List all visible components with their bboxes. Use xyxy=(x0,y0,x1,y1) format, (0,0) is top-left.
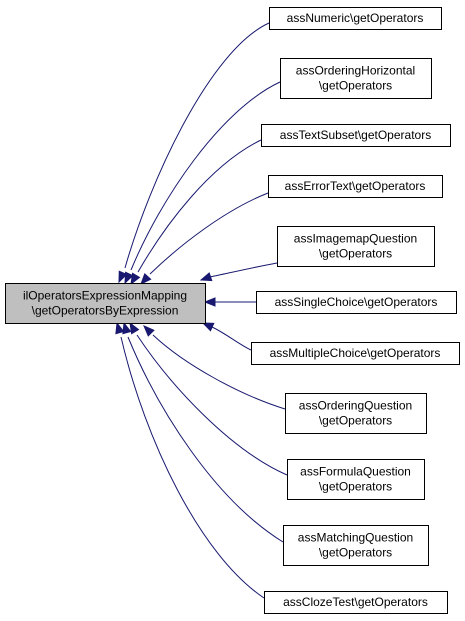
edge-line xyxy=(130,81,281,271)
call-edge-assClozeTest xyxy=(115,321,265,599)
node-label-line: assMatchingQuestion xyxy=(298,531,413,545)
arrowhead-icon xyxy=(115,321,125,335)
caller-node-assImagemapQuestion[interactable]: assImagemapQuestion\getOperators xyxy=(277,226,435,267)
node-box xyxy=(269,7,442,30)
edge-line xyxy=(209,262,278,278)
node-label-line: assFormulaQuestion xyxy=(300,465,411,479)
node-box xyxy=(280,58,432,99)
node-label-line: assClozeTest\getOperators xyxy=(283,595,428,609)
root-function-node[interactable]: ilOperatorsExpressionMapping\getOperator… xyxy=(5,283,206,324)
node-label-line: \getOperatorsByExpression xyxy=(32,304,179,318)
node-label-line: \getOperators xyxy=(319,247,392,261)
edge-line xyxy=(127,336,284,543)
node-label-line: assOrderingHorizontal xyxy=(296,64,415,78)
edge-line xyxy=(149,192,269,275)
node-label-line: \getOperators xyxy=(319,79,392,93)
edge-line xyxy=(124,22,270,269)
call-edge-assImagemapQuestion xyxy=(199,262,278,282)
caller-node-assNumeric[interactable]: assNumeric\getOperators xyxy=(269,7,442,30)
arrowhead-icon xyxy=(203,297,216,307)
arrowhead-icon xyxy=(122,321,132,335)
arrowhead-icon xyxy=(118,270,128,284)
caller-edges xyxy=(115,22,288,599)
node-box xyxy=(251,342,460,365)
edge-line xyxy=(136,334,288,476)
node-box xyxy=(283,525,429,566)
caller-node-assSingleChoice[interactable]: assSingleChoice\getOperators xyxy=(256,291,457,314)
node-box xyxy=(285,393,427,434)
caller-node-assTextSubset[interactable]: assTextSubset\getOperators xyxy=(261,124,451,147)
call-edge-assOrderingQuestion xyxy=(143,325,286,410)
node-label-line: ilOperatorsExpressionMapping xyxy=(23,289,187,303)
caller-node-assClozeTest[interactable]: assClozeTest\getOperators xyxy=(264,591,448,614)
node-label-line: assNumeric\getOperators xyxy=(287,11,424,25)
node-box xyxy=(287,459,425,500)
edge-line xyxy=(137,139,262,273)
caller-nodes: ilOperatorsExpressionMapping\getOperator… xyxy=(5,7,460,614)
arrowhead-icon xyxy=(130,272,141,286)
node-box xyxy=(261,124,451,147)
call-edge-assErrorText xyxy=(140,192,269,286)
call-edge-assOrderingHorizontal xyxy=(124,81,281,285)
edge-line xyxy=(211,326,252,351)
node-label-line: assErrorText\getOperators xyxy=(285,179,426,193)
caller-node-assMultipleChoice[interactable]: assMultipleChoice\getOperators xyxy=(251,342,460,365)
arrowhead-icon xyxy=(140,273,152,286)
edge-line xyxy=(152,334,286,410)
caller-node-assOrderingHorizontal[interactable]: assOrderingHorizontal\getOperators xyxy=(280,58,432,99)
node-label-line: assSingleChoice\getOperators xyxy=(275,295,438,309)
node-box xyxy=(256,291,457,314)
call-edge-assNumeric xyxy=(118,22,270,284)
node-box xyxy=(277,226,435,267)
node-label-line: assOrderingQuestion xyxy=(299,399,412,413)
arrowhead-icon xyxy=(143,325,155,337)
edge-line xyxy=(120,336,265,599)
arrowhead-icon xyxy=(199,272,213,282)
call-edge-assMultipleChoice xyxy=(201,322,252,351)
caller-node-assOrderingQuestion[interactable]: assOrderingQuestion\getOperators xyxy=(285,393,427,434)
node-label-line: assImagemapQuestion xyxy=(294,232,417,246)
arrowhead-icon xyxy=(129,321,140,335)
node-box xyxy=(5,283,206,324)
caller-node-assFormulaQuestion[interactable]: assFormulaQuestion\getOperators xyxy=(287,459,425,500)
call-edge-assTextSubset xyxy=(130,139,262,286)
call-edge-assMatchingQuestion xyxy=(122,321,284,543)
node-box xyxy=(264,591,448,614)
node-label-line: \getOperators xyxy=(319,480,392,494)
caller-node-assErrorText[interactable]: assErrorText\getOperators xyxy=(268,175,443,198)
node-label-line: assTextSubset\getOperators xyxy=(280,128,431,142)
call-edge-assFormulaQuestion xyxy=(129,321,288,476)
caller-node-assMatchingQuestion[interactable]: assMatchingQuestion\getOperators xyxy=(283,525,429,566)
node-label-line: \getOperators xyxy=(319,414,392,428)
call-edge-assSingleChoice xyxy=(203,297,256,307)
arrowhead-icon xyxy=(124,271,134,285)
arrowhead-icon xyxy=(201,322,215,332)
node-label-line: \getOperators xyxy=(319,546,392,560)
node-box xyxy=(268,175,443,198)
node-label-line: assMultipleChoice\getOperators xyxy=(270,346,441,360)
